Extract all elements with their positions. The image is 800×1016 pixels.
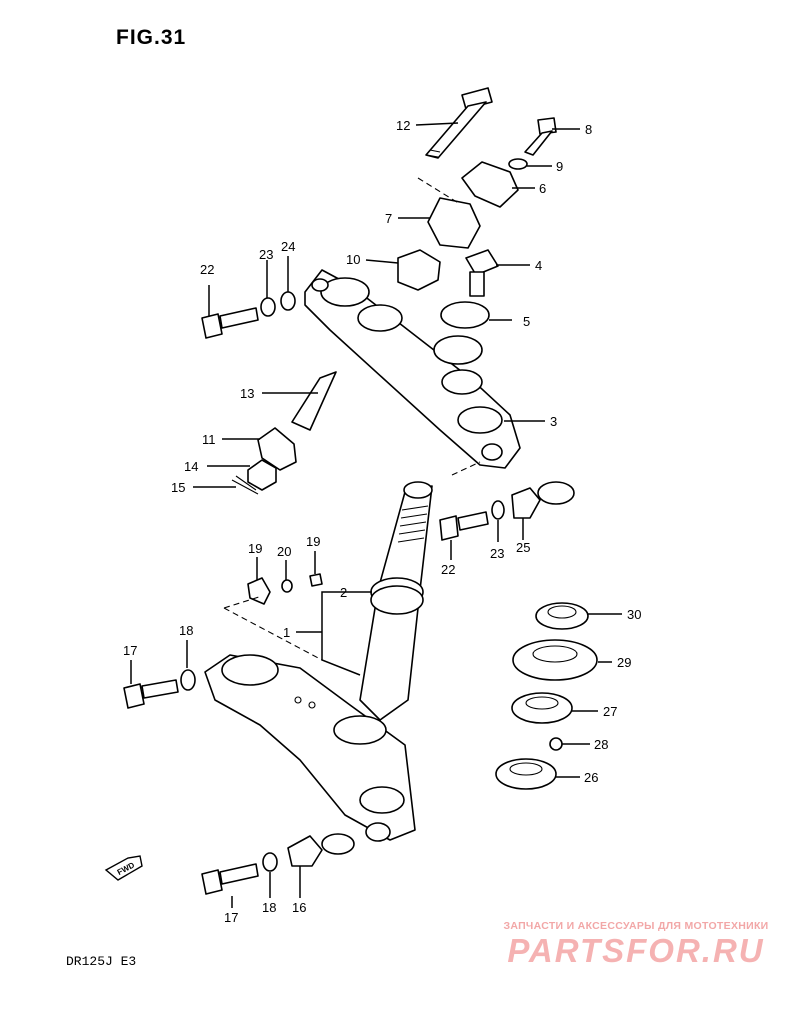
washer-9 (508, 158, 528, 170)
callout-30: 30 (627, 607, 641, 622)
watermark-brand: PARTSFOR.RU (507, 932, 765, 969)
callout-18-lower: 18 (262, 900, 276, 915)
callout-3: 3 (550, 414, 557, 429)
callout-28: 28 (594, 737, 608, 752)
upper-bracket (304, 269, 521, 469)
callout-22-upper: 22 (200, 262, 214, 277)
bolt-22-upper (201, 307, 259, 339)
callout-13: 13 (240, 386, 254, 401)
holder-6 (461, 161, 519, 208)
bolt-17-lower (201, 863, 259, 895)
callout-8: 8 (585, 122, 592, 137)
callout-27: 27 (603, 704, 617, 719)
callout-12: 12 (396, 118, 410, 133)
leader-lines (130, 122, 622, 908)
model-code: DR125J E3 (66, 954, 137, 969)
watermark-tagline: ЗАПЧАСТИ И АКСЕССУАРЫ ДЛЯ МОТОТЕХНИКИ (503, 920, 769, 932)
clip-19 (247, 577, 271, 605)
callout-22-right: 22 (441, 562, 455, 577)
screw-21 (309, 573, 323, 587)
callout-17-lower: 17 (224, 910, 238, 925)
clamp-16 (287, 835, 323, 867)
washer-23-upper (260, 297, 276, 317)
callout-19: 19 (248, 541, 262, 556)
clamp-25 (511, 487, 541, 519)
callout-2: 2 (340, 585, 347, 600)
callout-16: 16 (292, 900, 306, 915)
callout-labels: 12 8 9 6 7 10 4 5 22 23 24 13 3 11 14 15… (123, 118, 641, 925)
washer-5 (440, 301, 490, 329)
bolt-12 (425, 87, 493, 159)
callout-15: 15 (171, 480, 185, 495)
alignment-line-upper (417, 177, 481, 476)
holder-7 (427, 197, 481, 249)
callout-26: 26 (584, 770, 598, 785)
callout-7: 7 (385, 211, 392, 226)
spacer-13 (291, 371, 337, 431)
callout-4: 4 (535, 258, 542, 273)
washer-23-right (491, 500, 505, 520)
ball-28 (549, 737, 563, 751)
bolt-4 (465, 249, 499, 297)
callout-20: 20 (277, 544, 291, 559)
guide-16 (321, 833, 355, 855)
fwd-arrow: FWD (104, 855, 143, 881)
callout-9: 9 (556, 159, 563, 174)
cotter-pin-15 (231, 475, 259, 495)
cushion-11 (257, 427, 297, 471)
guide-25 (537, 481, 575, 505)
callout-29: 29 (617, 655, 631, 670)
callout-21: 19 (306, 534, 320, 549)
washer-18-upper (180, 669, 196, 691)
callout-17-upper: 17 (123, 643, 137, 658)
washer-24 (280, 291, 296, 311)
cushion-10 (397, 249, 441, 291)
callout-23-upper: 23 (259, 247, 273, 262)
steering-stem (359, 481, 433, 721)
washer-20 (281, 579, 293, 593)
callout-25: 25 (516, 540, 530, 555)
bolt-8 (524, 117, 557, 156)
callout-10: 10 (346, 252, 360, 267)
bearing-27 (511, 692, 573, 724)
nut-30 (535, 602, 589, 630)
dust-seal-29 (512, 639, 598, 681)
callout-18-upper: 18 (179, 623, 193, 638)
bolt-22-right (439, 511, 489, 541)
callout-11: 11 (202, 432, 216, 447)
callout-23-right: 23 (490, 546, 504, 561)
callout-14: 14 (184, 459, 198, 474)
callout-24: 24 (281, 239, 295, 254)
bearing-race-26 (495, 758, 557, 790)
alignment-line-lower (223, 595, 323, 661)
nut-14 (247, 459, 277, 491)
washer-18-lower (262, 852, 278, 872)
callout-6: 6 (539, 181, 546, 196)
bolt-17-upper (123, 679, 179, 709)
figure-title: FIG.31 (116, 26, 187, 49)
callout-5: 5 (523, 314, 530, 329)
lower-bracket (204, 654, 416, 842)
callout-1: 1 (283, 625, 290, 640)
